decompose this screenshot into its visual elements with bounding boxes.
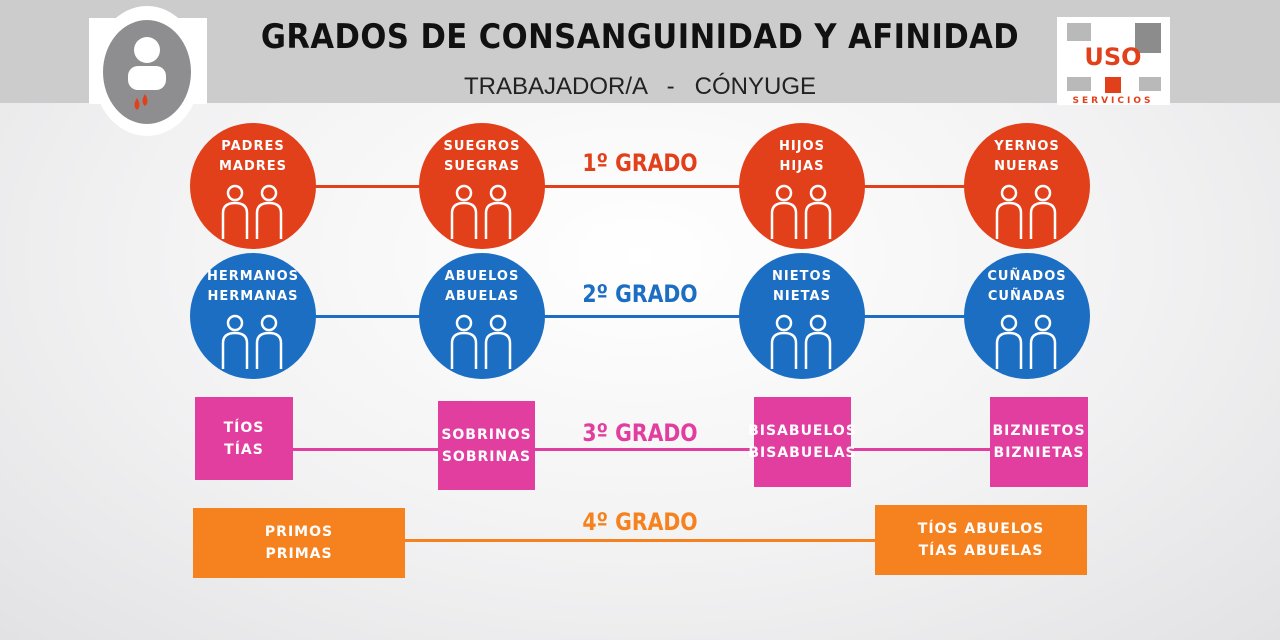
grado-2-line: [253, 315, 1027, 318]
node-label-2: SUEGRAS: [444, 159, 520, 174]
grado-2-label: 2º GRADO: [582, 280, 698, 308]
page-subtitle: TRABAJADOR/A - CÓNYUGE: [463, 73, 817, 100]
node-4-2: TÍOS ABUELOS TÍAS ABUELAS: [875, 505, 1087, 575]
node-label-2: PRIMAS: [265, 546, 333, 562]
grado-1-line: [253, 185, 1027, 188]
node-label-1: BIZNIETOS: [992, 423, 1086, 439]
avatar: [103, 20, 191, 124]
page-title: GRADOS DE CONSANGUINIDAD Y AFINIDAD: [260, 17, 1020, 57]
node-label-1: BISABUELOS: [748, 423, 857, 439]
node-label-1: ABUELOS: [444, 269, 520, 284]
node-label-1: TÍOS: [223, 419, 265, 436]
node-3-4: BIZNIETOS BIZNIETAS: [990, 397, 1088, 487]
node-3-1: TÍOS TÍAS: [195, 397, 293, 480]
grado-3-line: [244, 448, 1039, 451]
node-2-2: ABUELOS ABUELAS: [419, 253, 545, 379]
node-label-1: TÍOS ABUELOS: [917, 521, 1045, 537]
node-3-2: SOBRINOS SOBRINAS: [438, 401, 535, 490]
node-label-2: ABUELAS: [444, 289, 520, 304]
uso-logo: USO SERVICIOS: [1057, 17, 1170, 106]
node-4-1: PRIMOS PRIMAS: [193, 508, 405, 578]
node-label-2: TÍAS: [224, 441, 264, 458]
node-label-2: NIETAS: [773, 289, 831, 304]
svg-text:USO: USO: [1084, 43, 1141, 71]
node-label-2: SOBRINAS: [441, 448, 532, 465]
node-label-1: SOBRINOS: [441, 426, 532, 443]
node-2-1: HERMANOS HERMANAS: [190, 253, 316, 379]
grado-4-label: 4º GRADO: [582, 508, 698, 536]
node-2-4: CUÑADOS CUÑADAS: [964, 253, 1090, 379]
node-label-1: HIJOS: [779, 139, 825, 154]
grado-4-line: [300, 539, 980, 542]
grado-1-label: 1º GRADO: [582, 149, 698, 177]
node-label-2: HERMANAS: [207, 289, 299, 304]
node-label-1: NIETOS: [772, 269, 832, 284]
node-label-2: HIJAS: [779, 159, 825, 174]
node-1-3: HIJOS HIJAS: [739, 123, 865, 249]
node-label-2: TÍAS ABUELAS: [918, 543, 1044, 559]
node-label-1: PADRES: [221, 139, 285, 154]
node-label-1: PRIMOS: [264, 524, 334, 540]
node-3-3: BISABUELOS BISABUELAS: [748, 397, 856, 487]
grado-3-label: 3º GRADO: [582, 419, 698, 447]
node-1-2: SUEGROS SUEGRAS: [419, 123, 545, 249]
node-label-2: BISABUELAS: [748, 445, 857, 461]
node-2-3: NIETOS NIETAS: [739, 253, 865, 379]
node-label-2: BIZNIETAS: [993, 445, 1085, 461]
node-1-4: YERNOS NUERAS: [964, 123, 1090, 249]
person-icon: [128, 37, 166, 110]
node-1-1: PADRES MADRES: [190, 123, 316, 249]
node-label-1: CUÑADOS: [987, 269, 1067, 284]
node-label-2: MADRES: [218, 159, 288, 174]
node-label-2: NUERAS: [994, 159, 1060, 174]
node-label-1: SUEGROS: [443, 139, 521, 154]
node-label-1: HERMANOS: [206, 269, 300, 284]
node-label-1: YERNOS: [994, 139, 1060, 154]
node-label-2: CUÑADAS: [987, 289, 1067, 304]
svg-text:SERVICIOS: SERVICIOS: [1073, 96, 1154, 105]
